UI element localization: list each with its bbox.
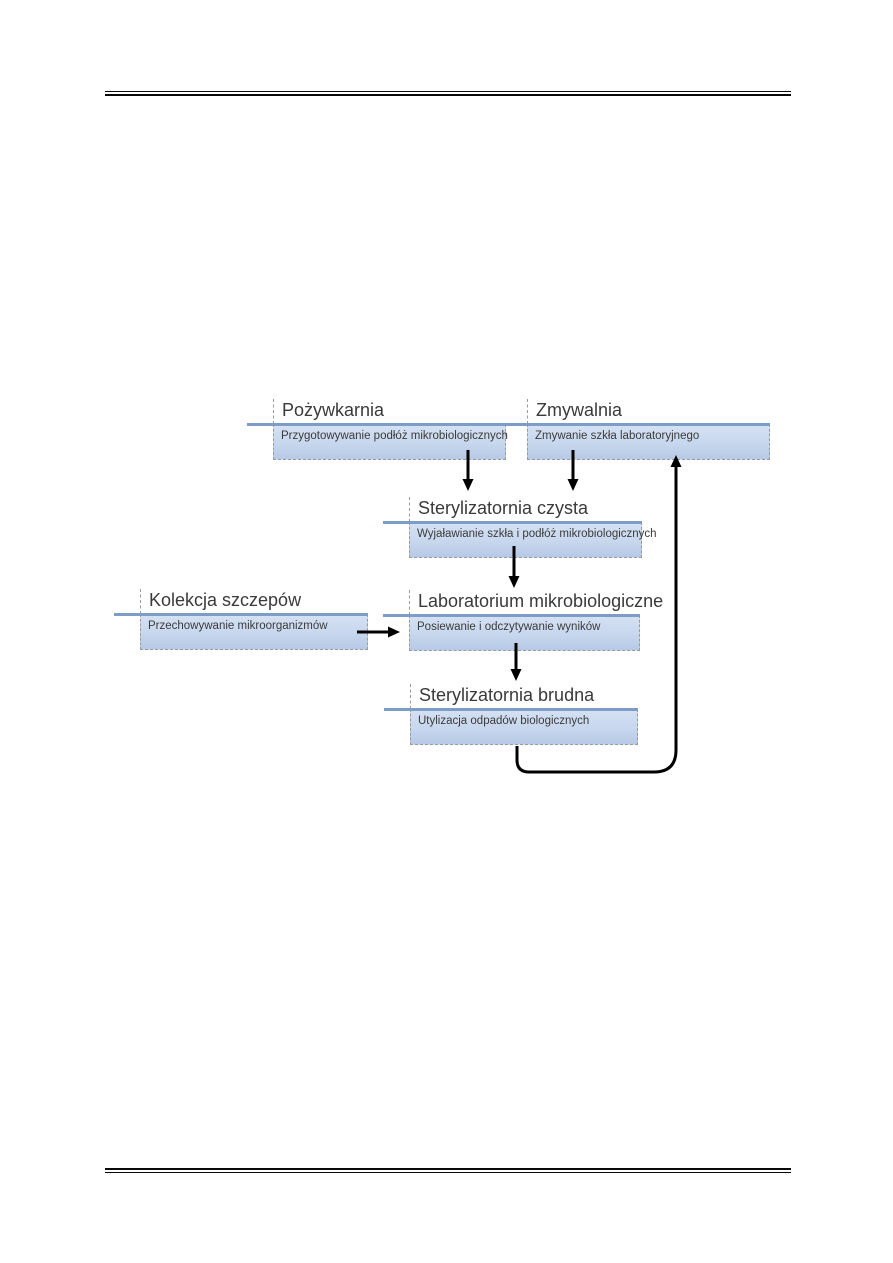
node-description: Przygotowywanie podłóż mikrobiologicznyc… <box>273 424 508 460</box>
node-description: Przechowywanie mikroorganizmów <box>140 614 368 650</box>
node-accent-line <box>383 521 642 524</box>
node-accent-line <box>383 614 640 617</box>
node-accent-line <box>247 423 506 426</box>
node-description: Utylizacja odpadów biologicznych <box>410 709 638 745</box>
node-sterylizatornia-brudna: Sterylizatornia brudna Utylizacja odpadó… <box>384 684 638 745</box>
footer-double-rule <box>105 1168 791 1173</box>
node-sterylizatornia-czysta: Sterylizatornia czysta Wyjaławianie szkł… <box>383 497 657 558</box>
node-description: Zmywanie szkła laboratoryjnego <box>527 424 770 460</box>
node-accent-line <box>501 423 770 426</box>
node-title: Sterylizatornia brudna <box>410 684 638 709</box>
node-title: Laboratorium mikrobiologiczne <box>409 590 663 615</box>
node-title: Kolekcja szczepów <box>140 589 368 614</box>
node-zmywalnia: Zmywalnia Zmywanie szkła laboratoryjnego <box>501 399 770 460</box>
header-double-rule <box>105 91 791 96</box>
node-title: Zmywalnia <box>527 399 770 424</box>
node-accent-line <box>384 708 638 711</box>
node-title: Pożywkarnia <box>273 399 506 424</box>
node-laboratorium-mikrobiologiczne: Laboratorium mikrobiologiczne Posiewanie… <box>383 590 663 651</box>
node-description: Posiewanie i odczytywanie wyników <box>409 615 640 651</box>
node-description: Wyjaławianie szkła i podłóż mikrobiologi… <box>409 522 657 558</box>
node-pozywkarnia: Pożywkarnia Przygotowywanie podłóż mikro… <box>247 399 508 460</box>
node-kolekcja-szczepow: Kolekcja szczepów Przechowywanie mikroor… <box>114 589 368 650</box>
node-title: Sterylizatornia czysta <box>409 497 642 522</box>
node-accent-line <box>114 613 368 616</box>
